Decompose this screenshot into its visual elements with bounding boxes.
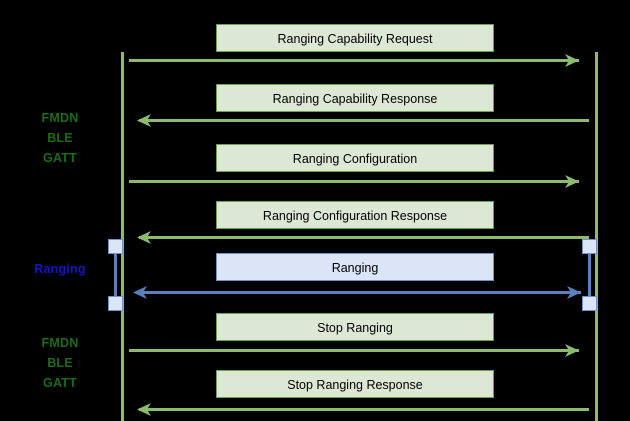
phase-label-fmdn-ble-gatt-bottom: FMDN BLE GATT [41,336,79,390]
ranging-activation-bar-right [588,246,591,306]
arrow-shaft-ranging-capability-request [129,59,579,62]
arrowhead-right-ranging-configuration [565,174,581,190]
activation-box-left-start [108,239,123,254]
arrowhead-left-ranging [131,285,147,301]
message-box-ranging-capability-request: Ranging Capability Request [216,24,494,52]
arrowhead-right-ranging [567,285,583,301]
arrow-shaft-stop-ranging [129,349,579,352]
message-box-ranging: Ranging [216,253,494,281]
message-box-stop-ranging-response: Stop Ranging Response [216,370,494,398]
arrow-shaft-ranging [137,291,581,294]
lifeline-left [121,52,124,421]
message-box-ranging-configuration: Ranging Configuration [216,144,494,172]
message-box-ranging-capability-response: Ranging Capability Response [216,84,494,112]
arrow-shaft-ranging-configuration [129,180,579,183]
arrowhead-left-ranging-configuration-response [135,230,151,246]
message-box-stop-ranging: Stop Ranging [216,313,494,341]
phase-label-ranging: Ranging [34,262,86,276]
arrowhead-right-stop-ranging [565,343,581,359]
arrowhead-left-stop-ranging-response [135,402,151,418]
message-box-ranging-configuration-response: Ranging Configuration Response [216,201,494,229]
activation-box-right-start [582,239,597,254]
arrowhead-left-ranging-capability-response [135,113,151,129]
lifeline-right [595,52,598,421]
arrow-shaft-ranging-capability-response [139,119,589,122]
arrow-shaft-stop-ranging-response [139,408,589,411]
ranging-activation-bar-left [114,246,117,306]
arrowhead-right-ranging-capability-request [565,53,581,69]
arrow-shaft-ranging-configuration-response [139,236,589,239]
activation-box-right-end [582,296,597,311]
activation-box-left-end [108,296,123,311]
phase-label-fmdn-ble-gatt-top: FMDN BLE GATT [41,111,79,165]
